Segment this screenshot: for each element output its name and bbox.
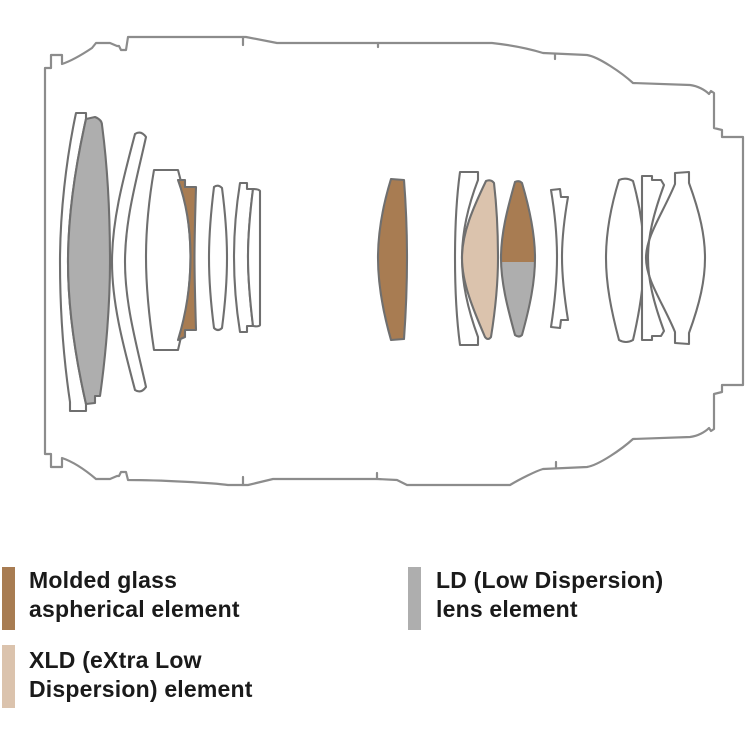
group2-doublet-rear-element [246, 187, 262, 328]
legend-label-line: LD (Low Dispersion) [436, 567, 664, 593]
legend-label-line: Dispersion) element [29, 676, 253, 702]
hybrid-element-aspherical-half [501, 181, 535, 262]
molded-aspherical-swatch [2, 567, 15, 630]
legend-label-line: aspherical element [29, 596, 240, 622]
xld-label: XLD (eXtra Low Dispersion) element [29, 646, 253, 704]
lens-barrel-outline [43, 35, 745, 487]
xld-swatch [2, 645, 15, 708]
molded-aspherical-label: Molded glass aspherical element [29, 566, 240, 624]
ld-label: LD (Low Dispersion) lens element [436, 566, 663, 624]
group2-molded-aspherical-element [176, 178, 198, 342]
hybrid-element-outline [499, 180, 537, 338]
lens-elements [58, 111, 707, 413]
legend-label-line: lens element [436, 596, 578, 622]
rear-biconvex-element [604, 177, 646, 344]
meniscus-element-2 [110, 131, 148, 393]
lens-barrel [43, 35, 745, 487]
middle-molded-aspherical-element [376, 177, 409, 342]
front-group-ld-element [66, 115, 112, 406]
barrel-tick-marks [241, 35, 558, 487]
legend-label-line: XLD (eXtra Low [29, 647, 202, 673]
thin-pinched-element [549, 187, 570, 330]
group3-hybrid-aspherical-ld-element [499, 180, 537, 338]
legend: Molded glass aspherical element XLD (eXt… [0, 540, 750, 750]
group3-shell-element [453, 170, 480, 347]
legend-label-line: Molded glass [29, 567, 178, 593]
ld-swatch [408, 567, 421, 630]
rear-doublet-rear-element [644, 170, 707, 346]
group3-xld-element [460, 179, 500, 341]
lens-construction-diagram [43, 35, 745, 487]
group2-biconvex-element [207, 184, 229, 332]
rear-doublet-front-element [640, 174, 666, 342]
